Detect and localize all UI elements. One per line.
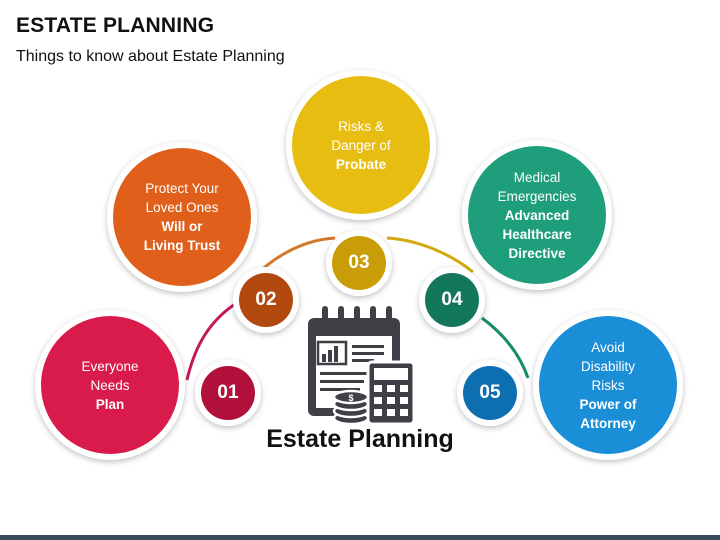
item-02-text: Protect Your Loved Ones Will or Living T… (122, 167, 242, 267)
item-02-bold-line: Will or (161, 219, 203, 234)
item-01-number: 01 (217, 382, 239, 403)
item-03-group (286, 70, 436, 296)
svg-text:$: $ (348, 393, 353, 403)
connector-arc-04-05 (481, 316, 530, 379)
item-05-line: Disability (580, 358, 635, 374)
item-02-line: Protect Your (145, 181, 219, 196)
item-04-line: Medical (513, 169, 561, 185)
item-04-small-circle-fill (425, 273, 479, 327)
item-01-bold-line: Plan (95, 396, 125, 412)
item-02-number: 02 (255, 289, 277, 310)
item-05-number: 05 (479, 382, 501, 403)
item-04-text: Medical Emergencies Advanced Healthcare … (477, 160, 597, 270)
item-02-group (107, 142, 299, 333)
item-03-big-circle-fill (292, 76, 430, 214)
item-04-big-circle-fill (468, 146, 606, 284)
item-05-line: Risks (591, 377, 625, 393)
item-05-big-circle-fill (539, 316, 677, 454)
item-05-bold-line: Power of (579, 396, 637, 412)
item-03-line: Danger of (331, 137, 391, 153)
item-03-bold-line: Probate (335, 156, 387, 172)
center-label: Estate Planning (266, 425, 454, 453)
item-03-number: 03 (348, 252, 370, 273)
item-03-line: Risks & (338, 118, 384, 134)
item-01-line: Needs (90, 377, 130, 393)
item-04-group (419, 140, 612, 333)
item-05-line: Avoid (591, 339, 625, 355)
item-01-small-circle-fill (201, 366, 255, 420)
item-02-bold-line: Living Trust (143, 238, 221, 253)
item-03-text: Risks & Danger of Probate (301, 95, 421, 195)
item-01-big-circle-fill (41, 316, 179, 454)
item-05-bold-line: Attorney (580, 415, 636, 431)
item-01-group (35, 310, 261, 460)
item-02-small-circle-fill (239, 273, 293, 327)
item-02-big-circle-fill (113, 148, 251, 286)
bottom-bar (0, 535, 720, 540)
page-title: ESTATE PLANNING (16, 14, 215, 37)
item-05-text: Avoid Disability Risks Power of Attorney (548, 330, 668, 440)
item-05-small-circle-fill (463, 366, 517, 420)
item-04-line: Emergencies (497, 188, 577, 204)
item-05-group (457, 310, 683, 460)
calendar-calculator-coins-icon: $ (308, 306, 416, 426)
item-04-bold-line: Healthcare (502, 226, 572, 242)
page-subtitle: Things to know about Estate Planning (16, 48, 285, 65)
connector-arc-03-04 (386, 236, 474, 274)
item-04-bold-line: Directive (508, 245, 566, 261)
connector-arc-01-02 (185, 300, 239, 381)
item-04-bold-line: Advanced (504, 207, 570, 223)
item-03-small-circle-fill (332, 236, 386, 290)
item-02-line: Loved Ones (145, 200, 219, 215)
item-04-number: 04 (441, 289, 463, 310)
item-01-line: Everyone (81, 358, 139, 374)
item-01-text: Everyone Needs Plan (50, 335, 170, 435)
